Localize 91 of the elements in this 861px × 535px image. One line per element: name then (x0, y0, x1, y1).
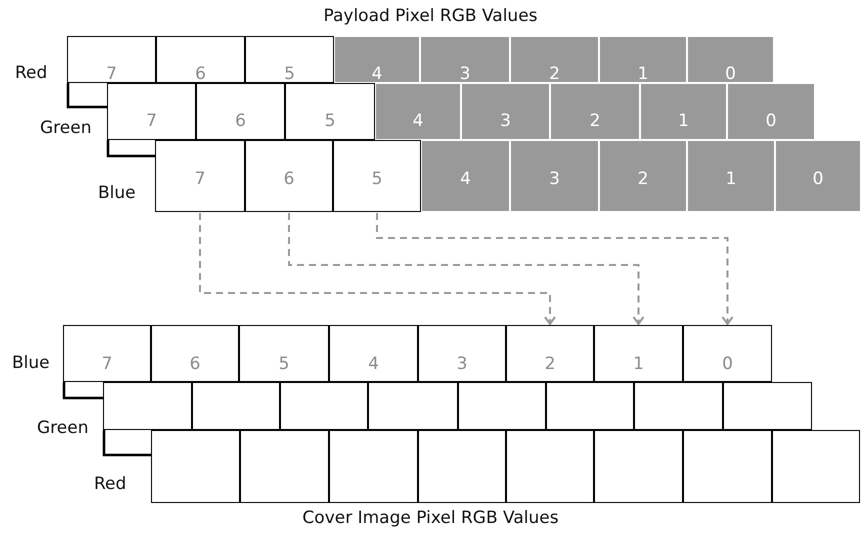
dashed-arrow (288, 213, 644, 325)
shaded-bit-cell (421, 140, 510, 212)
shaded-bit-cell (510, 36, 599, 83)
shaded-bit-cell (375, 83, 461, 140)
row-label: Red (94, 473, 126, 495)
bit-cell (151, 430, 240, 503)
shaded-bit-cell (334, 36, 420, 83)
bit-cell (63, 325, 151, 382)
dashed-arrow (376, 213, 734, 325)
shaded-bit-cell (599, 36, 687, 83)
bit-number: 2 (636, 168, 650, 190)
bit-number: 6 (188, 353, 202, 375)
bit-cell (240, 430, 329, 503)
row-label: Green (40, 117, 92, 139)
bit-cell (245, 140, 333, 212)
bit-number: 2 (588, 110, 602, 132)
row-label: Green (37, 417, 88, 439)
bit-number: 7 (105, 63, 118, 85)
bit-number: 6 (234, 110, 247, 132)
bit-number: 0 (764, 110, 778, 132)
bit-number: 3 (458, 63, 472, 85)
bit-cell (196, 83, 285, 140)
bit-cell (458, 382, 546, 430)
bit-cell (418, 430, 506, 503)
bit-number: 3 (548, 168, 561, 190)
row-label: Blue (98, 182, 136, 204)
shaded-bit-cell (687, 140, 775, 212)
diagram-title: Payload Pixel RGB Values (322, 6, 539, 26)
bit-cell (329, 430, 418, 503)
bit-cell (333, 140, 421, 212)
bit-number: 6 (282, 168, 296, 190)
bit-cell (368, 382, 458, 430)
bit-number: 7 (145, 110, 158, 132)
bit-number: 1 (636, 63, 650, 85)
bit-number: 3 (456, 353, 468, 375)
bit-number: 4 (459, 168, 472, 190)
bit-number: 4 (370, 63, 384, 85)
bit-number: 0 (724, 63, 737, 85)
bit-cell (151, 325, 239, 382)
dashed-arrow (199, 213, 556, 325)
bit-cell (285, 83, 375, 140)
bit-cell (192, 382, 280, 430)
bit-number: 1 (724, 168, 738, 190)
bit-number: 3 (499, 110, 512, 132)
shaded-bit-cell (550, 83, 640, 140)
diagram-caption: Cover Image Pixel RGB Values (301, 508, 560, 528)
bit-number: 7 (100, 353, 114, 375)
bit-cell (329, 325, 418, 382)
bit-number: 4 (367, 353, 380, 375)
bit-number: 5 (370, 168, 384, 190)
shaded-bit-cell (687, 36, 774, 83)
shaded-bit-cell (599, 140, 687, 212)
bit-cell (107, 83, 196, 140)
bit-cell (723, 382, 812, 430)
shaded-bit-cell (775, 140, 861, 212)
bit-number: 0 (812, 168, 824, 190)
bit-number: 2 (548, 63, 561, 85)
bit-number: 5 (283, 63, 296, 85)
bit-number: 4 (412, 110, 424, 132)
bit-number: 7 (194, 168, 206, 190)
bit-cell (156, 36, 245, 83)
bit-cell (506, 325, 594, 382)
row-label: Blue (12, 352, 50, 374)
bit-number: 1 (632, 353, 645, 375)
shaded-bit-cell (461, 83, 550, 140)
shaded-bit-cell (727, 83, 815, 140)
bit-cell (103, 382, 192, 430)
bit-cell (772, 430, 860, 503)
bit-cell (634, 382, 723, 430)
row-label: Red (15, 62, 48, 84)
bit-cell (418, 325, 506, 382)
bit-cell (67, 36, 156, 83)
bit-number: 0 (721, 353, 734, 375)
bit-cell (155, 140, 245, 212)
bit-number: 5 (278, 353, 290, 375)
bit-cell (546, 382, 634, 430)
shaded-bit-cell (640, 83, 727, 140)
bit-cell (280, 382, 368, 430)
shaded-bit-cell (420, 36, 510, 83)
bit-cell (594, 325, 683, 382)
shaded-bit-cell (510, 140, 599, 212)
bit-cell (239, 325, 329, 382)
bit-cell (245, 36, 334, 83)
bit-number: 1 (677, 110, 690, 132)
bit-cell (594, 430, 683, 503)
bit-cell (683, 325, 772, 382)
bit-number: 6 (194, 63, 207, 85)
bit-cell (506, 430, 594, 503)
bit-number: 2 (544, 353, 556, 375)
bit-cell (683, 430, 772, 503)
bit-number: 5 (324, 110, 336, 132)
